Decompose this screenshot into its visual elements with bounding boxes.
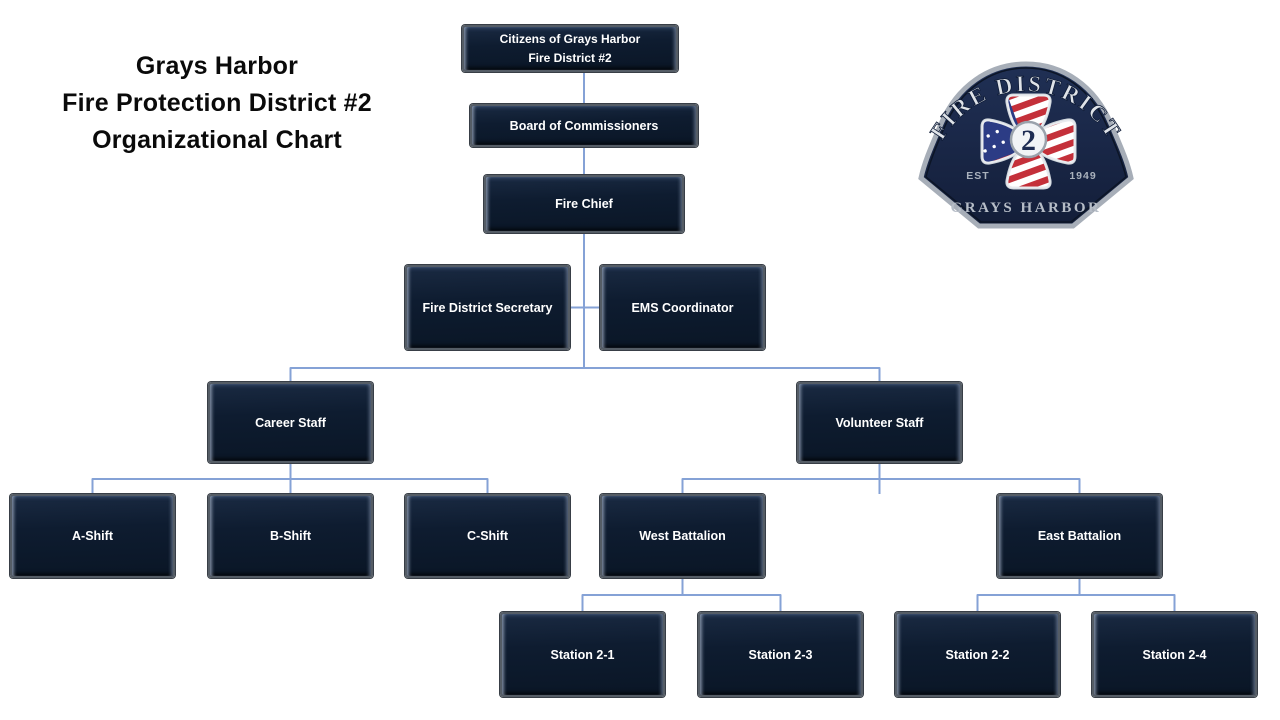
chart-title-line2: Fire Protection District #2: [62, 89, 372, 117]
org-node-label: C-Shift: [467, 529, 508, 543]
org-node-label: B-Shift: [270, 529, 311, 543]
chart-title-line3: Organizational Chart: [92, 126, 342, 154]
org-node-label: Volunteer Staff: [835, 415, 924, 430]
org-node-fire-chief: Fire Chief: [484, 175, 684, 233]
org-node-board-of-commissioners: Board of Commissioners: [470, 104, 698, 147]
org-node-label: West Battalion: [639, 529, 726, 543]
org-node-fire-district-secretary: Fire District Secretary: [405, 265, 570, 350]
org-node-ems-coordinator: EMS Coordinator: [600, 265, 765, 350]
org-node-label: Fire District Secretary: [422, 300, 553, 315]
org-node-a-shift: A-Shift: [10, 494, 175, 578]
org-node-label: Fire Chief: [555, 197, 613, 211]
org-node-citizens-line2: Fire District #2: [528, 50, 612, 65]
chart-title-line1: Grays Harbor: [135, 52, 299, 80]
org-node-label: East Battalion: [1037, 529, 1122, 543]
org-node-label: EMS Coordinator: [631, 300, 734, 315]
org-node-c-shift: C-Shift: [405, 494, 570, 578]
org-node-station-2-3: Station 2-3: [698, 612, 863, 697]
badge-year: 1949: [1069, 170, 1096, 182]
badge-inner-line: [925, 67, 1127, 223]
org-node-label: Station 2-4: [1142, 647, 1207, 662]
chart-title: Grays Harbor Fire Protection District #2…: [52, 48, 382, 159]
org-node-career-staff: Career Staff: [208, 382, 373, 463]
badge-number: 2: [1021, 124, 1036, 157]
maltese-cross-outline: [981, 94, 1076, 189]
org-node-label: Station 2-3: [748, 647, 813, 662]
badge-est-label: EST: [966, 170, 989, 182]
org-node-station-2-4: Station 2-4: [1092, 612, 1257, 697]
org-node-label: Station 2-2: [945, 647, 1010, 662]
org-node-east-battalion: East Battalion: [997, 494, 1162, 578]
org-node-label: Career Staff: [255, 415, 326, 430]
org-node-citizens-line1: Citizens of Grays Harbor: [499, 31, 641, 46]
badge-center-disc: [1009, 120, 1048, 159]
org-node-citizens: Citizens of Grays Harbor Fire District #…: [462, 25, 678, 72]
org-node-b-shift: B-Shift: [208, 494, 373, 578]
org-node-volunteer-staff: Volunteer Staff: [797, 382, 962, 463]
org-node-station-2-1: Station 2-1: [500, 612, 665, 697]
org-node-label: Board of Commissioners: [509, 118, 659, 133]
org-node-west-battalion: West Battalion: [600, 494, 765, 578]
org-node-label: Station 2-1: [550, 647, 615, 662]
org-node-label: A-Shift: [72, 529, 113, 543]
org-node-station-2-2: Station 2-2: [895, 612, 1060, 697]
district-badge-logo: FIRE DISTRICT: [918, 61, 1134, 229]
badge-bottom-text: GRAYS HARBOR: [951, 200, 1102, 216]
